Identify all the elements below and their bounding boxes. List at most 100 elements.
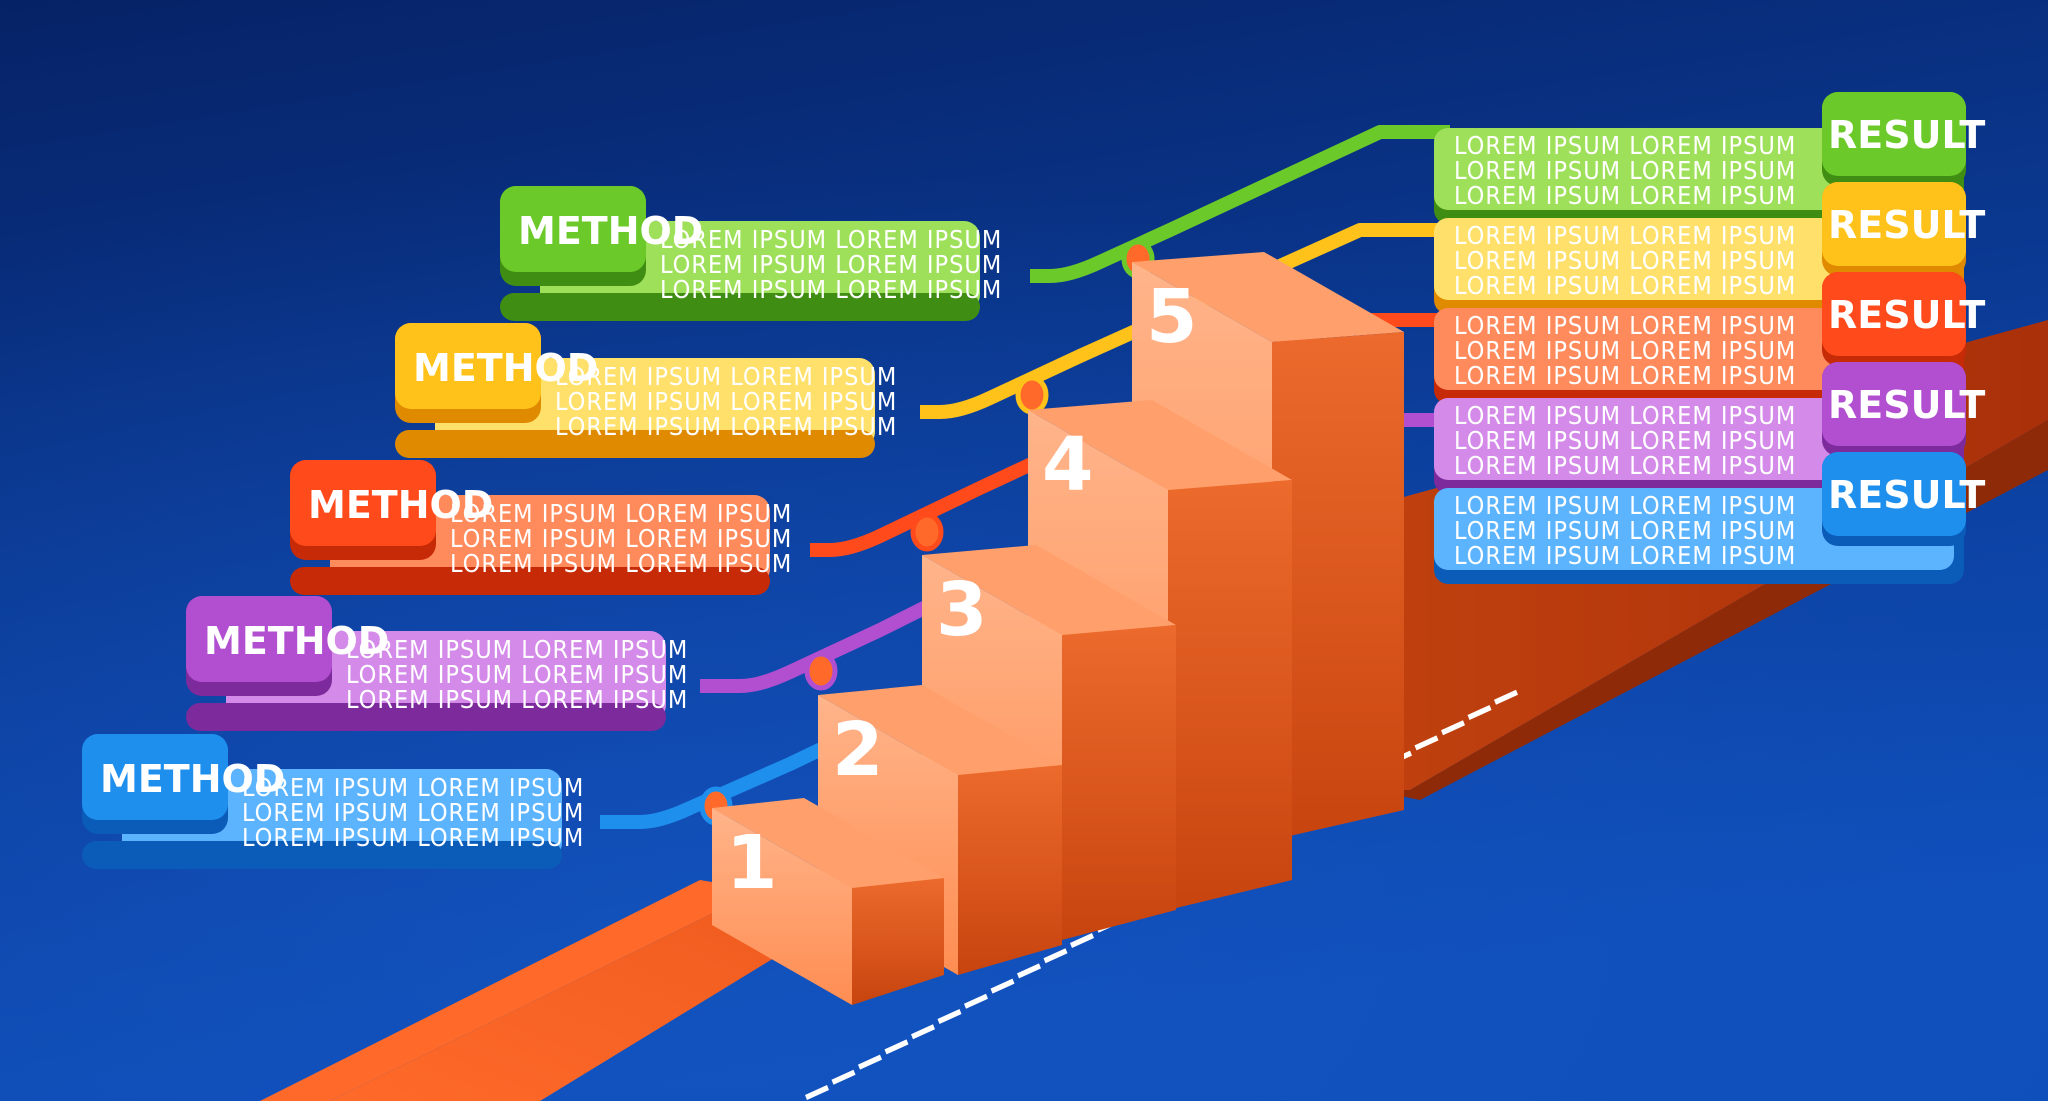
step-top: [1028, 400, 1292, 490]
step-top: [1132, 252, 1404, 342]
connector-dot: [804, 651, 838, 691]
result-tab: [1822, 452, 1966, 536]
method-banner: [540, 221, 980, 311]
method-tab: [186, 596, 332, 682]
tick-mark: [990, 978, 1015, 994]
step-number: 2: [832, 707, 884, 793]
method-banner-shadow: [500, 293, 980, 321]
result-tab: [1822, 272, 1966, 356]
result-text-line: LOREM IPSUM LOREM IPSUM: [1454, 336, 1796, 365]
result-tab-label: RESULT: [1828, 203, 1985, 247]
result-text-line: LOREM IPSUM LOREM IPSUM: [1454, 271, 1796, 300]
method-text-line: LOREM IPSUM LOREM IPSUM: [450, 524, 792, 553]
method-tab: [82, 734, 228, 820]
result-text-line: LOREM IPSUM LOREM IPSUM: [1454, 516, 1796, 545]
step-number: 1: [726, 820, 778, 906]
tick-mark: [1017, 963, 1041, 979]
method-banner: [435, 358, 875, 448]
method-text-line: LOREM IPSUM LOREM IPSUM: [555, 387, 897, 416]
tick-mark: [831, 1069, 856, 1085]
tick-mark: [805, 1085, 829, 1100]
step-side: [852, 878, 944, 1005]
tick-mark: [1494, 689, 1518, 705]
result-text-line: LOREM IPSUM LOREM IPSUM: [1454, 246, 1796, 275]
method-text-line: LOREM IPSUM LOREM IPSUM: [660, 250, 1002, 279]
step-front: [712, 808, 852, 1005]
result-text-line: LOREM IPSUM LOREM IPSUM: [1454, 361, 1796, 390]
connector-blue: [600, 513, 1400, 829]
step-side: [1168, 480, 1292, 910]
step-side: [1272, 332, 1404, 840]
method-text-line: LOREM IPSUM LOREM IPSUM: [242, 823, 584, 852]
method-tab-label: METHOD: [204, 619, 389, 663]
tick-mark: [1467, 705, 1492, 720]
result-text-line: LOREM IPSUM LOREM IPSUM: [1454, 311, 1796, 340]
tick-mark: [884, 1039, 909, 1055]
step-top: [922, 545, 1176, 635]
method-text-line: LOREM IPSUM LOREM IPSUM: [242, 798, 584, 827]
floor-ribbon-left: [260, 880, 760, 1101]
step-number: 4: [1042, 422, 1094, 508]
result-tab-label: RESULT: [1828, 113, 1985, 157]
method-text-line: LOREM IPSUM LOREM IPSUM: [346, 685, 688, 714]
method-banner-shadow: [290, 567, 770, 595]
connector-yellow: [920, 223, 1450, 419]
result-text-line: LOREM IPSUM LOREM IPSUM: [1454, 221, 1796, 250]
method-text-line: LOREM IPSUM LOREM IPSUM: [346, 660, 688, 689]
method-tab-label: METHOD: [413, 346, 598, 390]
result-tab: [1822, 92, 1966, 176]
method-text-line: LOREM IPSUM LOREM IPSUM: [660, 225, 1002, 254]
result-tab-label: RESULT: [1828, 473, 1985, 517]
result-text-line: LOREM IPSUM LOREM IPSUM: [1454, 426, 1796, 455]
connector-dot: [910, 512, 944, 552]
tick-mark: [1043, 948, 1068, 964]
connector-purple: [700, 413, 1440, 693]
method-tab-label: METHOD: [100, 757, 285, 801]
method-text-line: LOREM IPSUM LOREM IPSUM: [555, 362, 897, 391]
tick-mark: [1441, 720, 1465, 736]
tick-mark: [911, 1024, 935, 1040]
method-text-line: LOREM IPSUM LOREM IPSUM: [242, 773, 584, 802]
method-banner: [122, 769, 562, 859]
result-text-line: LOREM IPSUM LOREM IPSUM: [1454, 491, 1796, 520]
method-text-line: LOREM IPSUM LOREM IPSUM: [450, 549, 792, 578]
step-number: 5: [1146, 274, 1198, 360]
method-banner: [226, 631, 666, 721]
connector-lines: [600, 125, 1450, 829]
method-tab-label: METHOD: [308, 483, 493, 527]
step-1: 1: [712, 798, 944, 1005]
connector-dot: [1015, 375, 1049, 415]
method-banner: [330, 495, 770, 585]
method-text-line: LOREM IPSUM LOREM IPSUM: [555, 412, 897, 441]
result-tab: [1822, 362, 1966, 446]
result-tab: [1822, 182, 1966, 266]
method-tab: [290, 460, 436, 546]
result-tab-label: RESULT: [1828, 383, 1985, 427]
result-text-line: LOREM IPSUM LOREM IPSUM: [1454, 401, 1796, 430]
result-text-line: LOREM IPSUM LOREM IPSUM: [1454, 131, 1796, 160]
method-banner-shadow: [186, 703, 666, 731]
method-tab: [395, 323, 541, 409]
tick-mark: [1414, 735, 1439, 751]
connector-red: [810, 313, 1440, 557]
result-text-line: LOREM IPSUM LOREM IPSUM: [1454, 156, 1796, 185]
tick-mark: [937, 1009, 962, 1024]
result-text-line: LOREM IPSUM LOREM IPSUM: [1454, 541, 1796, 570]
result-text-line: LOREM IPSUM LOREM IPSUM: [1454, 181, 1796, 210]
method-tab-label: METHOD: [518, 209, 703, 253]
connector-green: [1030, 125, 1450, 283]
step-number: 3: [936, 567, 988, 653]
